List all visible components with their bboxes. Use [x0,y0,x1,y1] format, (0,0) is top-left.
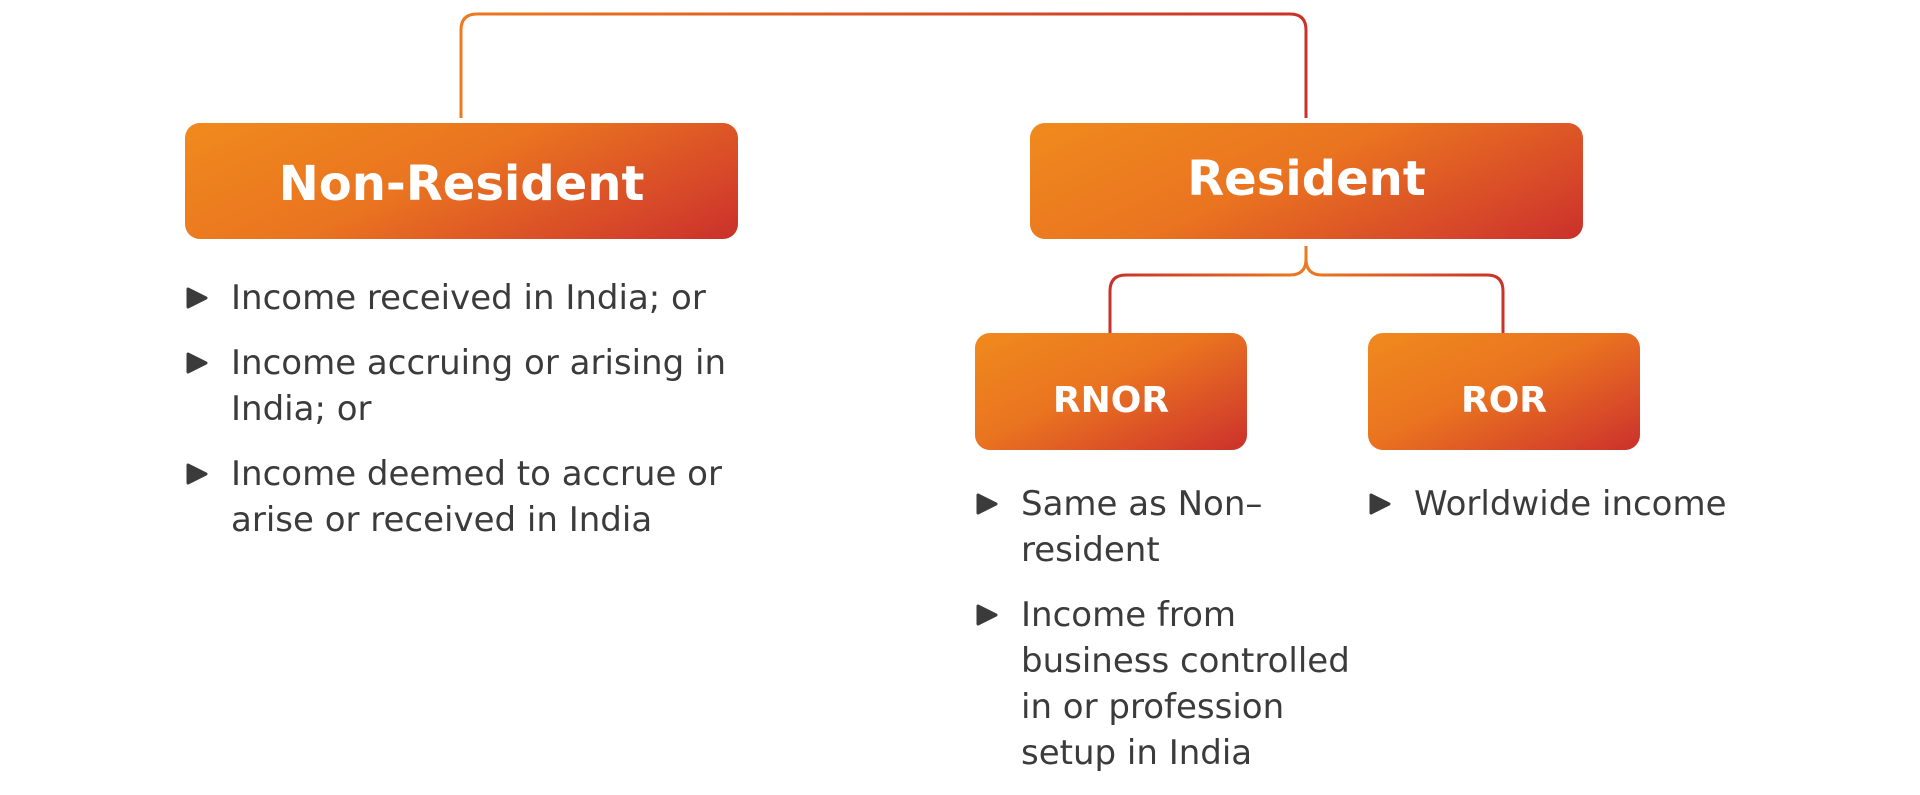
play-arrow-icon [976,604,998,626]
list-item: Same as Non–resident [975,481,1375,573]
list-item-text: Same as Non–resident [1021,484,1263,570]
rnor-connector [1108,246,1308,333]
resident-box: Resident [1030,123,1583,239]
top-connector [459,12,1308,118]
list-item-text: Income accruing or arising in India; or [231,343,726,429]
rnor-box: RNOR [975,333,1247,450]
ror-label: ROR [1460,380,1548,421]
list-item-text: Worldwide income [1414,484,1727,524]
non-resident-income-list: Income received in India; or Income accr… [185,275,745,562]
list-item-text: Income received in India; or [231,278,706,318]
list-item: Income received in India; or [185,275,745,321]
play-arrow-icon [186,287,208,309]
ror-income-list: Worldwide income [1368,481,1848,546]
list-item: Worldwide income [1368,481,1848,527]
ror-box: ROR [1368,333,1640,450]
list-item: Income from business controlled in or pr… [975,592,1375,776]
list-item: Income accruing or arising in India; or [185,340,745,432]
rnor-label: RNOR [1052,380,1170,421]
play-arrow-icon [186,463,208,485]
list-item-text: Income from business controlled in or pr… [1021,595,1350,773]
resident-label: Resident [1187,151,1426,207]
list-item-text: Income deemed to accrue or arise or rece… [231,454,722,540]
play-arrow-icon [186,352,208,374]
play-arrow-icon [1369,493,1391,515]
rnor-income-list: Same as Non–resident Income from busines… [975,481,1375,795]
ror-connector [1304,246,1505,333]
list-item: Income deemed to accrue or arise or rece… [185,451,745,543]
non-resident-box: Non-Resident [185,123,738,239]
play-arrow-icon [976,493,998,515]
non-resident-label: Non-Resident [278,156,645,212]
